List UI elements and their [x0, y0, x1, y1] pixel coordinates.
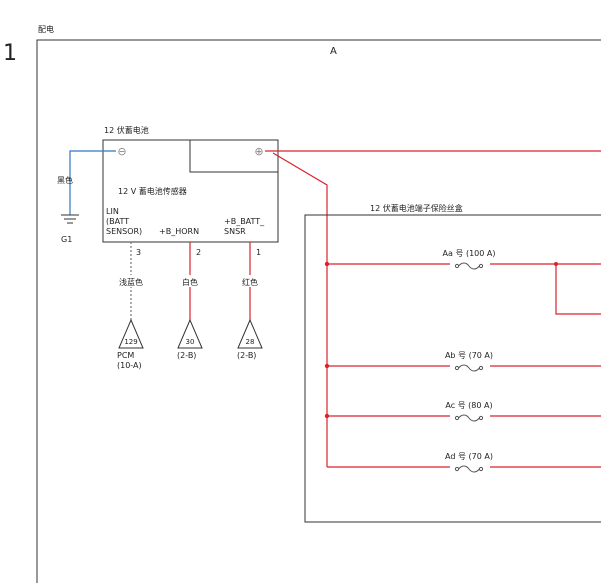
- fuse-box-outline: [304, 214, 601, 523]
- destination-batt-snsr: (2-B): [237, 351, 256, 360]
- battery-negative-terminal-icon: ⊖: [117, 145, 126, 158]
- ground-wire-color-label: 黑色: [57, 175, 73, 185]
- fuse-ad-label: Ad 号 (70 A): [445, 452, 493, 461]
- terminal-triangle-icon: [237, 318, 263, 349]
- page-number: 1: [3, 41, 17, 66]
- fuse-icon: [454, 364, 484, 372]
- fuse-ab-label: Ab 号 (70 A): [445, 351, 493, 360]
- pin-label-b-horn: +B_HORN: [159, 227, 199, 236]
- fuse-ac-label: Ac 号 (80 A): [445, 401, 492, 410]
- pin-label-lin: LIN (BATT SENSOR): [106, 207, 142, 236]
- terminal-triangle-icon: [118, 318, 144, 349]
- fuse-box-title: 12 伏蓄电池端子保险丝盒: [370, 203, 463, 213]
- batt-snsr-wire-color-label: 红色: [242, 277, 258, 287]
- horn-wire-color-label: 白色: [182, 277, 198, 287]
- terminal-number-28: 28: [246, 338, 255, 346]
- zone-label: A: [330, 46, 337, 57]
- fuse-aa-label: Aa 号 (100 A): [443, 249, 496, 258]
- lin-wire-color-label: 浅蓝色: [119, 277, 143, 287]
- pin-number-3: 3: [136, 248, 141, 257]
- ground-symbol-icon: [61, 214, 79, 224]
- fuse-icon: [454, 465, 484, 473]
- page-frame: [36, 39, 601, 583]
- destination-pcm: PCM (10-A): [117, 351, 142, 370]
- battery-sensor-label: 12 V 蓄电池传感器: [118, 186, 187, 196]
- terminal-triangle-icon: [177, 318, 203, 349]
- fuse-aa-branch: [555, 264, 601, 315]
- terminal-number-129: 129: [124, 338, 137, 346]
- pin-label-b-batt-snsr: +B_BATT_ SNSR: [224, 217, 267, 236]
- battery-terminal-partition: [189, 140, 278, 173]
- section-title: 配电: [38, 24, 54, 34]
- battery-to-fuse-box-cable: [272, 152, 328, 467]
- terminal-number-30: 30: [186, 338, 195, 346]
- destination-horn: (2-B): [177, 351, 196, 360]
- ground-name: G1: [61, 235, 72, 244]
- fuse-icon: [454, 414, 484, 422]
- pin-number-1: 1: [256, 248, 261, 257]
- battery-positive-terminal-icon: ⊕: [254, 145, 263, 158]
- ground-wire: [69, 150, 116, 215]
- pin-number-2: 2: [196, 248, 201, 257]
- fuse-icon: [454, 262, 484, 270]
- battery-label: 12 伏蓄电池: [104, 125, 149, 135]
